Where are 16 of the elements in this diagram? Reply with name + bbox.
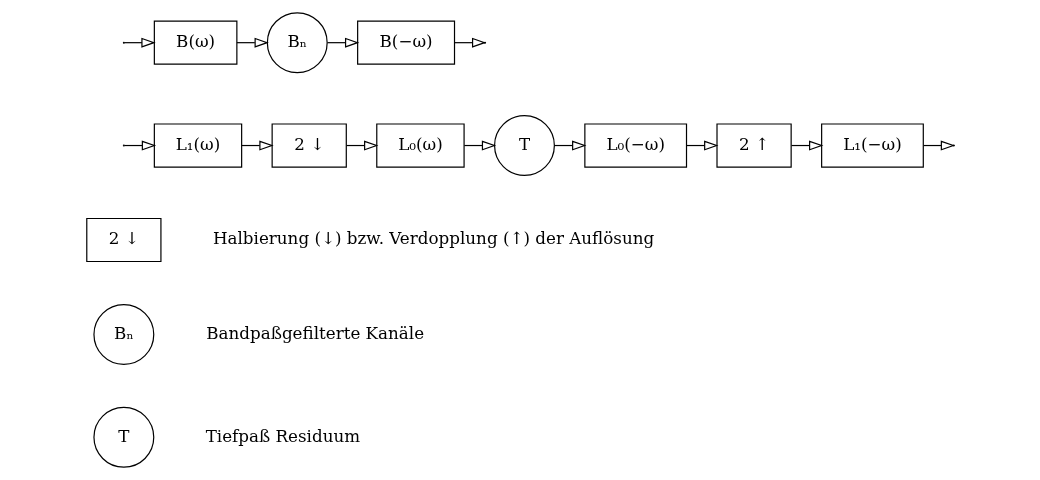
node-box: L₁(ω) [153, 123, 242, 168]
node-label: Tiefpaß Residuum [205, 425, 360, 446]
node-box: L₀(−ω) [583, 123, 687, 168]
node-label: Bandpaßgefilterte Kanäle [205, 322, 424, 343]
node-circle: T [493, 115, 555, 176]
node-box: B(−ω) [356, 20, 455, 65]
node-box: L₀(ω) [375, 123, 465, 168]
node-circle: T [92, 406, 154, 468]
node-circle: Bₙ [266, 12, 328, 74]
node-circle: Bₙ [92, 303, 154, 365]
node-box: 2 ↑ [715, 123, 792, 168]
node-label: Halbierung (↓) bzw. Verdopplung (↑) der Auflösung [212, 228, 654, 249]
node-box: L₁(−ω) [820, 123, 924, 168]
node-box: B(ω) [153, 20, 237, 65]
node-box: 2 ↓ [271, 123, 347, 168]
node-box: 2 ↓ [85, 217, 162, 263]
